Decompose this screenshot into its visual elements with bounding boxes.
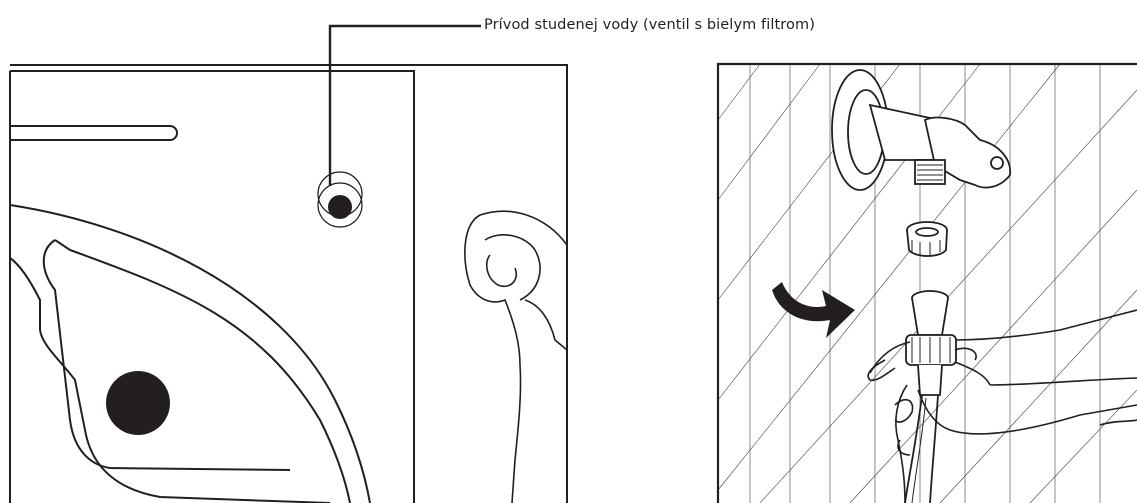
machine-back-inner-frame (10, 71, 414, 503)
handle-slot (10, 126, 177, 140)
tub-curve-outer (10, 205, 370, 503)
drain-hole (106, 371, 170, 435)
left-panel (10, 26, 567, 503)
filter-washer-icon (907, 222, 947, 256)
cold-water-inlet-label: Prívod studenej vody (ventil s bielym fi… (484, 17, 815, 33)
callout-leader-line (330, 26, 481, 186)
machine-back-frame (10, 65, 567, 503)
cold-water-inlet (318, 172, 362, 227)
water-tap-icon (832, 70, 1010, 190)
hand-icon (465, 211, 567, 503)
right-panel (718, 64, 1137, 503)
rotate-arrow-icon (772, 282, 855, 338)
tub-panel-shape (44, 240, 350, 503)
tub-curve-inner (10, 258, 330, 503)
hose-connector-icon (905, 291, 956, 503)
